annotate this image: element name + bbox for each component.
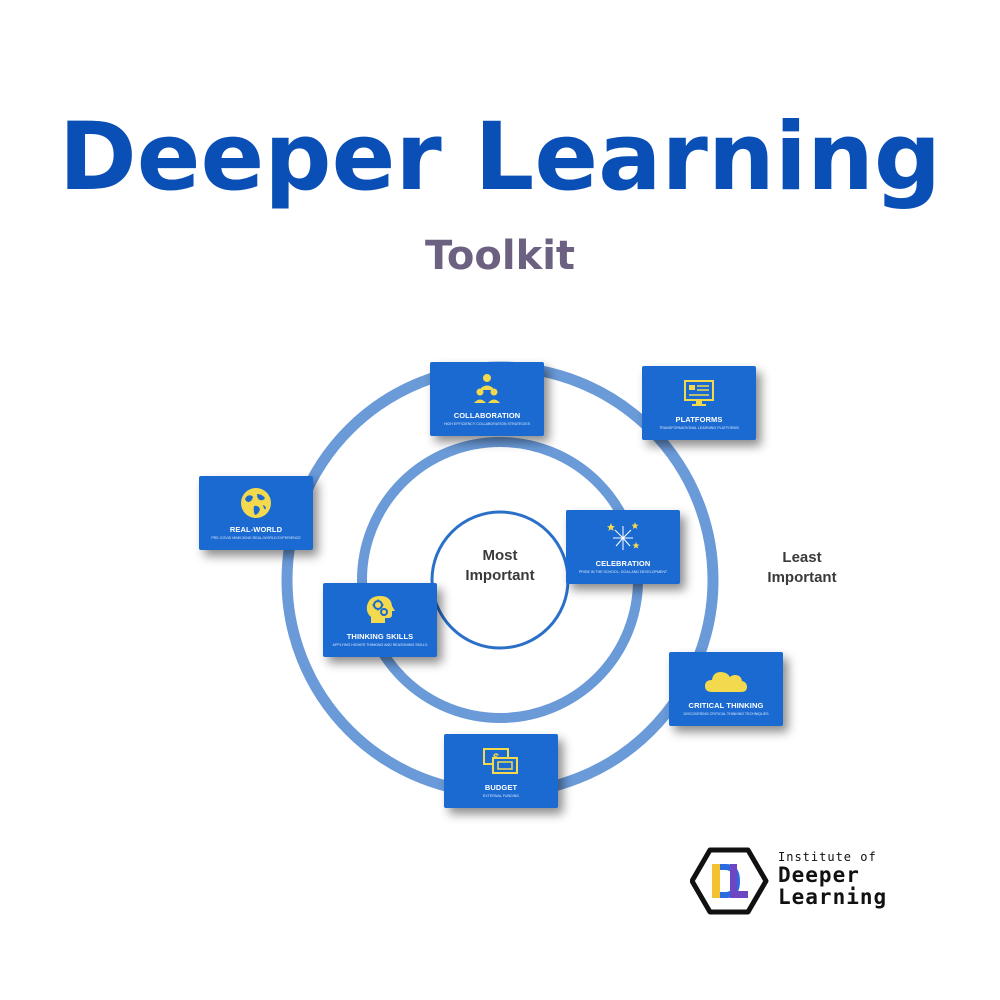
head-gears-icon xyxy=(323,593,437,627)
card-subtitle: HIGH EFFICIENCY COLLABORATION STRATEGIES xyxy=(443,422,531,426)
card-subtitle: PRE-COVID MIMICKING REAL-WORLD EXPERIENC… xyxy=(211,536,301,540)
card-platforms[interactable]: PLATFORMS TRANSFORMATIONAL LEARNING PLAT… xyxy=(642,366,756,440)
logo-line-3: Learning xyxy=(778,885,888,909)
card-subtitle: EXTERNAL FUNDING xyxy=(482,794,520,798)
card-collaboration[interactable]: COLLABORATION HIGH EFFICIENCY COLLABORAT… xyxy=(430,362,544,436)
card-celebration[interactable]: CELEBRATION PRIDE IN THE SCHOOL, GOAL AN… xyxy=(566,510,680,584)
fireworks-icon xyxy=(566,520,680,554)
most-important-label: Most Important xyxy=(465,547,535,584)
card-real-world[interactable]: REAL-WORLD PRE-COVID MIMICKING REAL-WORL… xyxy=(199,476,313,550)
card-subtitle: APPLYING HIGHER THINKING AND REASONING S… xyxy=(332,643,428,647)
card-subtitle: DISCOVERING CRITICAL THINKING TECHNIQUES xyxy=(683,712,769,716)
globe-icon xyxy=(199,486,313,520)
page-subtitle: Toolkit xyxy=(424,233,576,279)
least-important-label: Least Important xyxy=(767,549,837,586)
cloud-icon xyxy=(669,662,783,696)
card-title: REAL-WORLD xyxy=(229,525,283,534)
logo-mark xyxy=(690,847,769,915)
card-subtitle: TRANSFORMATIONAL LEARNING PLATFORMS xyxy=(659,426,739,430)
card-title: BUDGET xyxy=(484,783,518,792)
logo-line-2: Deeper xyxy=(778,863,860,887)
card-thinking-skills[interactable]: THINKING SKILLS APPLYING HIGHER THINKING… xyxy=(323,583,437,657)
institute-logo[interactable]: Institute of Deeper Learning xyxy=(690,846,910,916)
card-subtitle: PRIDE IN THE SCHOOL, GOAL AND DEVELOPMEN… xyxy=(578,570,668,574)
card-budget[interactable]: $ BUDGET EXTERNAL FUNDING xyxy=(444,734,558,808)
card-title: PLATFORMS xyxy=(675,415,723,424)
page-title: Deeper Learning xyxy=(58,103,942,212)
card-critical-thinking[interactable]: CRITICAL THINKING DISCOVERING CRITICAL T… xyxy=(669,652,783,726)
card-title: COLLABORATION xyxy=(453,411,521,420)
logo-text: Institute of Deeper Learning xyxy=(778,850,887,908)
monitor-icon xyxy=(642,376,756,410)
card-title: THINKING SKILLS xyxy=(346,632,414,641)
card-title: CRITICAL THINKING xyxy=(688,701,764,710)
people-icon xyxy=(430,372,544,406)
money-icon: $ xyxy=(444,744,558,778)
card-title: CELEBRATION xyxy=(595,559,651,568)
logo-line-1: Institute of xyxy=(778,850,877,864)
